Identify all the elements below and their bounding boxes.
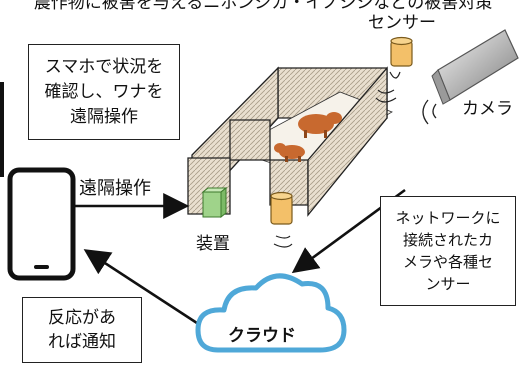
cloud-icon [195, 273, 347, 353]
sensor-icon [375, 36, 413, 103]
sensor-icon [270, 191, 293, 248]
photo-edge [0, 82, 4, 177]
camera-icon [422, 29, 519, 125]
smartphone-callout: スマホで状況を 確認し、ワナを 遠隔操作 [28, 44, 180, 140]
remote-operation-label: 遠隔操作 [79, 178, 151, 199]
sensor-label: センサー [368, 13, 436, 33]
notify-arrow [83, 249, 201, 327]
notify-callout: 反応があ れば通知 [22, 297, 142, 363]
device-label: 装置 [196, 234, 230, 254]
device-box-icon [201, 186, 228, 219]
boar-icon [298, 112, 342, 138]
smartphone-icon [7, 167, 76, 281]
cloud-label: クラウド [228, 326, 296, 346]
network-callout: ネットワークに 接続されたカ メラや各種セ ンサー [380, 196, 516, 306]
top-caption: 農作物に被害を与えるニホンジカ・イノシシなどの被害対策 [33, 0, 493, 13]
camera-label: カメラ [462, 99, 513, 119]
boar-icon [274, 143, 305, 162]
